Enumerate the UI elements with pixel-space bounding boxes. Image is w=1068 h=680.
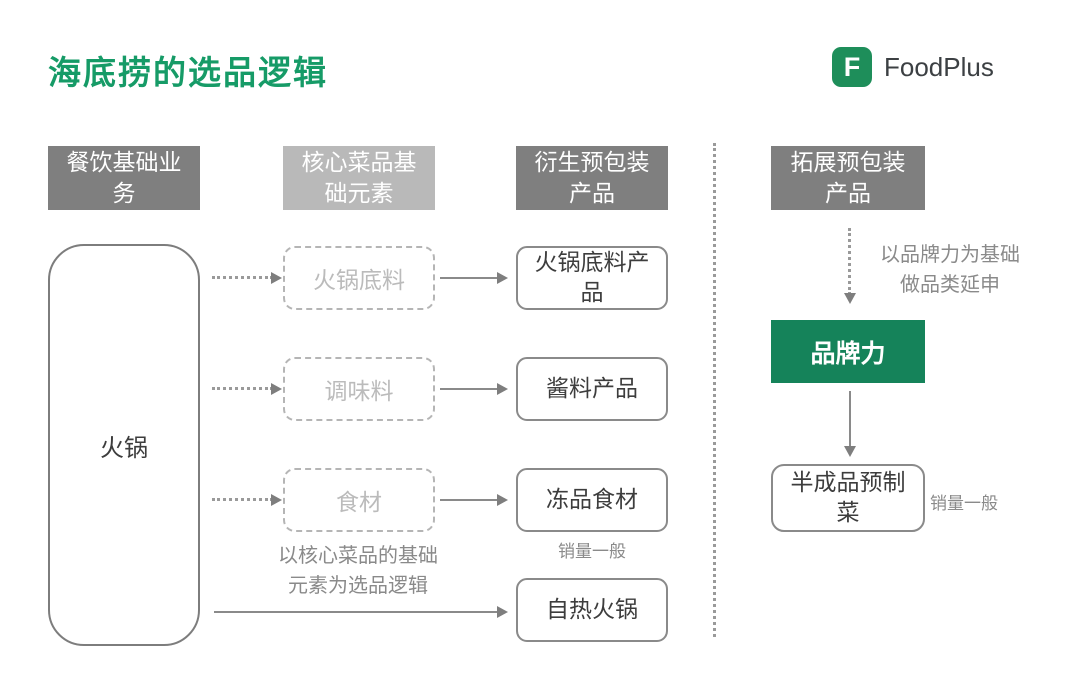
seasoning-label: 调味料 — [324, 378, 394, 404]
semi-finished-dish-box: 半成品预制菜 — [771, 464, 925, 532]
arrow-line — [440, 277, 499, 279]
header-derived-prepackaged: 衍生预包装产品 — [516, 146, 668, 210]
arrow-head — [497, 494, 508, 506]
arrow-line — [440, 499, 499, 501]
arrow-head — [497, 383, 508, 395]
arrow-brandpower-to-semifinished — [842, 391, 858, 457]
arrow-line — [848, 228, 851, 295]
arrow-hotpot-to-soupbase — [212, 270, 282, 286]
frozen-food-box: 冻品食材 — [516, 468, 668, 532]
arrow-ingredients-to-product — [440, 492, 508, 508]
arrow-soupbase-to-product — [440, 270, 508, 286]
arrow-line — [212, 276, 273, 279]
arrow-head — [271, 383, 282, 395]
brand-power-annotation: 以品牌力为基础 做品类延申 — [880, 244, 1020, 296]
ingredients-label: 食材 — [336, 489, 382, 515]
arrow-hotpot-to-ingredients — [212, 492, 282, 508]
arrow-head — [497, 272, 508, 284]
hotpot-box: 火锅 — [48, 244, 200, 646]
soup-base-label: 火锅底料 — [313, 267, 405, 293]
ingredients-box: 食材 — [283, 468, 435, 532]
brand-power-label: 品牌力 — [810, 339, 886, 368]
arrow-head — [497, 606, 508, 618]
middle-column-caption: 以核心菜品的基础 元素为选品逻辑 — [278, 545, 438, 597]
arrow-head — [271, 494, 282, 506]
arrow-header-to-brandpower — [842, 228, 858, 304]
brand-power-box: 品牌力 — [771, 320, 925, 383]
semi-finished-note: 销量一般 — [930, 494, 998, 513]
foodplus-logo-icon: F — [832, 47, 872, 87]
semi-finished-dish-label: 半成品预制菜 — [790, 469, 906, 525]
arrow-line — [849, 391, 851, 448]
arrow-seasoning-to-product — [440, 381, 508, 397]
arrow-line — [440, 388, 499, 390]
seasoning-box: 调味料 — [283, 357, 435, 421]
frozen-food-note: 销量一般 — [558, 542, 626, 561]
header-restaurant-base: 餐饮基础业务 — [48, 146, 200, 210]
frozen-food-label: 冻品食材 — [546, 486, 638, 513]
arrow-head — [844, 293, 856, 304]
self-heating-hotpot-label: 自热火锅 — [546, 596, 638, 623]
sauce-product-label: 酱料产品 — [546, 375, 638, 402]
arrow-line — [212, 387, 273, 390]
foodplus-logo-letter: F — [843, 51, 861, 82]
self-heating-hotpot-box: 自热火锅 — [516, 578, 668, 642]
arrow-hotpot-to-seasoning — [212, 381, 282, 397]
arrow-hotpot-to-selfheating — [214, 604, 508, 620]
sauce-product-box: 酱料产品 — [516, 357, 668, 421]
arrow-line — [214, 611, 499, 613]
soup-base-box: 火锅底料 — [283, 246, 435, 310]
soup-base-product-label: 火锅底料产品 — [534, 249, 650, 305]
arrow-head — [271, 272, 282, 284]
section-divider — [713, 143, 716, 637]
arrow-line — [212, 498, 273, 501]
foodplus-logo-text: FoodPlus — [884, 52, 994, 82]
hotpot-label: 火锅 — [100, 434, 148, 462]
page-title: 海底捞的选品逻辑 — [48, 54, 328, 91]
arrow-head — [844, 446, 856, 457]
header-core-dish-elements: 核心菜品基础元素 — [283, 146, 435, 210]
header-extended-prepackaged: 拓展预包装产品 — [771, 146, 925, 210]
soup-base-product-box: 火锅底料产品 — [516, 246, 668, 310]
